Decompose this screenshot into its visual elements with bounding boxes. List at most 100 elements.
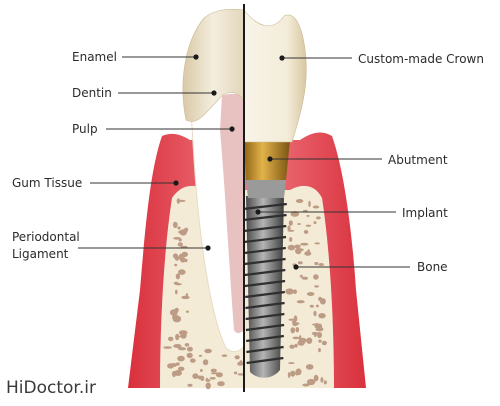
bone-pore: [302, 383, 310, 387]
bone-pore: [290, 327, 296, 334]
bone-pore: [304, 251, 312, 256]
bone-pore: [297, 261, 303, 265]
bone-pore: [305, 224, 312, 227]
label-pulp: Pulp: [72, 122, 98, 136]
implant-thread: [243, 235, 287, 244]
label-dentin: Dentin: [72, 86, 112, 100]
label-periodontal-line1: Periodontal: [12, 230, 80, 244]
bone-pore: [315, 327, 324, 332]
bone-pore: [233, 371, 238, 375]
bone-pore: [186, 346, 193, 352]
implant-thread: [245, 323, 285, 332]
bone-pore: [305, 364, 314, 370]
bone-pore: [295, 248, 304, 252]
bone-pore: [301, 276, 309, 280]
bone-pore: [177, 242, 183, 247]
leader-lines: [78, 56, 410, 268]
bone-pore: [185, 310, 189, 313]
bone-pore: [287, 372, 291, 378]
abutment-shape: [244, 140, 290, 180]
leader-dot: [205, 245, 211, 251]
bone-pore: [306, 337, 313, 344]
label-implant: Implant: [402, 206, 448, 220]
bone-pore: [306, 292, 315, 296]
bone-pore: [311, 331, 319, 336]
leader-dot: [211, 90, 217, 96]
watermark-text: HiDoctor.ir: [6, 378, 96, 398]
bone-pore: [192, 373, 199, 379]
bone-pore: [221, 354, 228, 358]
bone-pore: [288, 318, 295, 321]
implant-thread: [244, 268, 286, 277]
bone-pore: [174, 263, 178, 267]
leader-dot: [293, 264, 299, 270]
bone-pore: [303, 229, 309, 234]
bone-pore: [293, 289, 297, 295]
bone-pore: [311, 323, 319, 326]
bone-pore: [177, 355, 185, 362]
implant-thread: [246, 334, 284, 343]
bone-pore: [312, 205, 320, 209]
label-periodontal-line2: Ligament: [12, 247, 69, 261]
implant-thread: [245, 312, 285, 321]
bone-pore: [178, 269, 186, 275]
bone-pore: [295, 199, 304, 203]
bone-pore: [189, 358, 196, 363]
bone-pore: [173, 344, 182, 348]
bone-pore: [313, 374, 319, 382]
bone-pore: [175, 333, 180, 341]
bone-pore: [177, 226, 181, 230]
crown-shape: [243, 9, 307, 143]
bone-pore: [167, 363, 174, 369]
bone-pore: [318, 263, 325, 266]
bone-pore: [289, 344, 295, 349]
bone-pore: [237, 373, 245, 376]
leader-dot: [255, 209, 261, 215]
bone-pore: [175, 362, 180, 366]
bone-pore: [175, 273, 181, 280]
bone-pore: [318, 339, 322, 343]
leader-dot: [173, 180, 179, 186]
bone-pore: [295, 369, 299, 376]
bone-pore: [200, 369, 203, 372]
bone-pore: [295, 327, 300, 333]
bone-pore: [306, 378, 316, 386]
bone-pore: [300, 242, 309, 246]
bone-pore: [179, 229, 187, 236]
bone-pore: [294, 244, 301, 249]
bone-pore: [210, 368, 217, 373]
bone-pore: [317, 331, 322, 339]
implant-thread: [243, 213, 287, 222]
bone-pore: [319, 298, 326, 305]
implant-threads: [243, 202, 287, 365]
bone-pore: [287, 244, 296, 251]
bone-pore: [294, 343, 298, 348]
bone-pore: [314, 242, 320, 245]
bone-pore: [285, 288, 294, 295]
bone-pore: [323, 380, 327, 385]
bone-pore: [321, 340, 327, 346]
bone-pore: [169, 309, 178, 316]
bone-pore: [297, 340, 305, 346]
implant-thread: [245, 290, 285, 299]
bone-pore: [288, 362, 295, 365]
bone-pore: [287, 229, 295, 232]
bone-pore: [292, 321, 298, 327]
bone-pore: [174, 255, 179, 261]
bone-pore: [205, 382, 211, 390]
bone-pore: [186, 352, 193, 359]
bone-pore: [205, 379, 211, 382]
bone-pore: [292, 336, 300, 340]
bone-pore: [315, 216, 321, 220]
implant-thread: [244, 279, 286, 288]
leader-dot: [193, 54, 199, 60]
implant-thread: [245, 301, 285, 310]
label-abutment: Abutment: [388, 153, 448, 167]
bone-pore: [320, 377, 324, 383]
bone-pore: [204, 348, 212, 354]
bone-pore: [168, 336, 174, 342]
bone-pore: [173, 281, 179, 285]
bone-pore: [234, 355, 240, 360]
